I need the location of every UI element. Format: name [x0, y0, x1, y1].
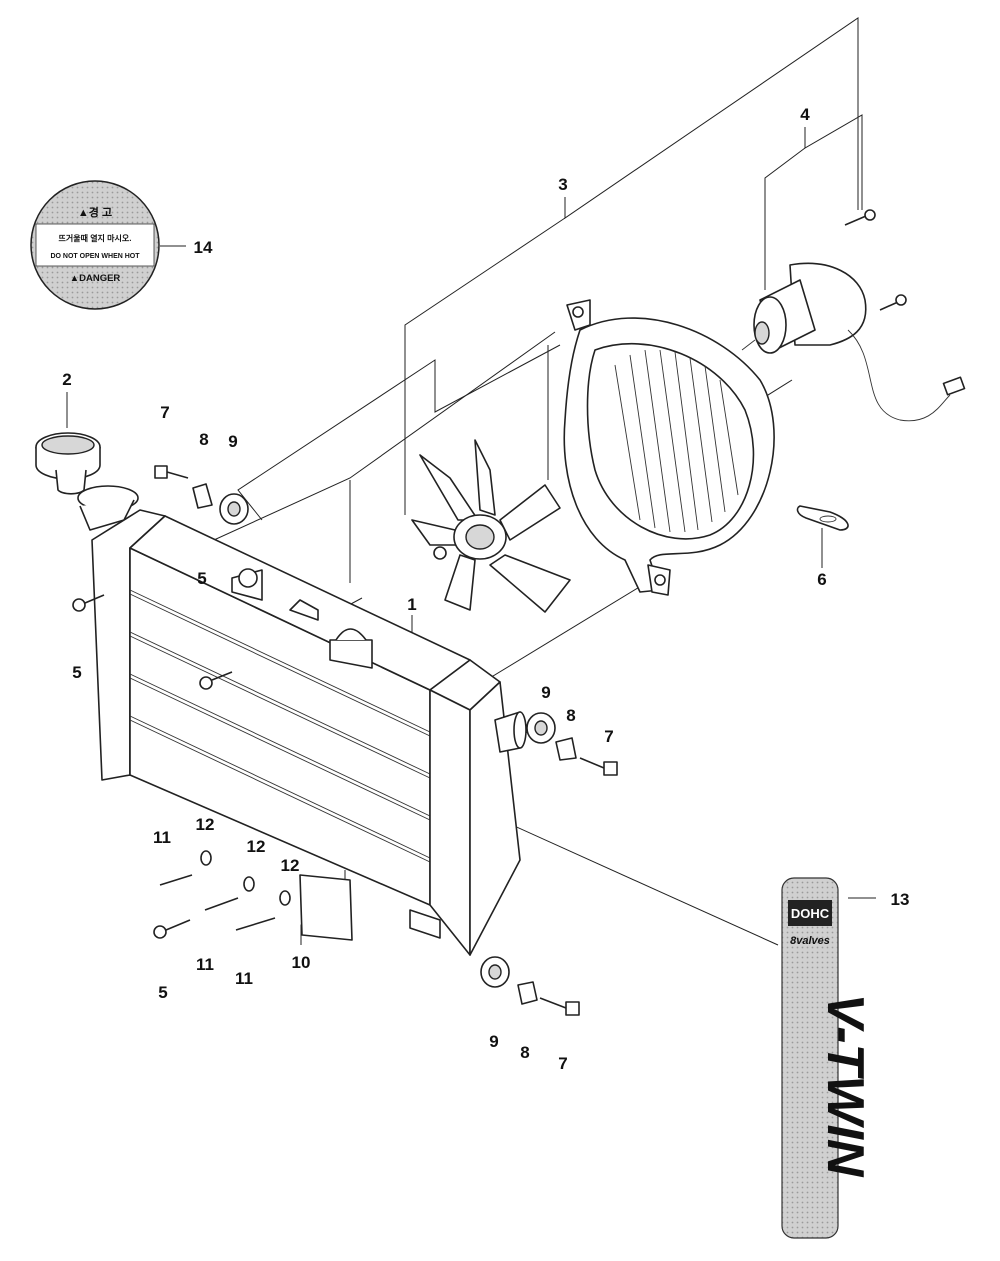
bracket-plate [299, 874, 353, 941]
warning-label-line4: ▲DANGER [70, 273, 121, 284]
washer-right [279, 890, 291, 906]
callout-5-left: 5 [72, 663, 81, 682]
warning-label-line2: 뜨거울때 열지 마시오. [59, 233, 132, 243]
bolt-upper-left [154, 465, 189, 479]
callout-10: 10 [292, 953, 311, 972]
fan-blade [411, 439, 571, 613]
pin-center [204, 897, 239, 911]
filler-neck [77, 485, 139, 531]
v-twin-decal: DOHC 8valves V-TWIN [781, 877, 874, 1239]
screw-center [199, 671, 233, 690]
callout-2: 2 [62, 370, 71, 389]
pin-right [235, 917, 276, 931]
pin-left [159, 874, 193, 886]
decal-sub-text: 8valves [790, 935, 830, 947]
callout-11-left: 11 [153, 828, 171, 847]
collar-upper-left [192, 483, 213, 509]
bolt-right-lower [539, 997, 580, 1016]
callout-9-bottom: 9 [489, 1032, 498, 1051]
screw-bottom [153, 919, 191, 939]
washer-left [200, 850, 212, 866]
callout-12-right: 12 [281, 856, 300, 875]
screw-left [72, 594, 105, 612]
fan-shroud [563, 299, 775, 596]
callout-1: 1 [407, 595, 416, 614]
callout-3: 3 [558, 175, 567, 194]
warning-label-decal: ▲경 고 뜨거울때 열지 마시오. DO NOT OPEN WHEN HOT ▲… [30, 180, 160, 310]
callout-7-upper-left: 7 [160, 403, 169, 422]
callout-13: 13 [891, 890, 910, 909]
washer-center [243, 876, 255, 892]
callout-6: 6 [817, 570, 826, 589]
callout-9-right: 9 [541, 683, 550, 702]
radiator-core [91, 509, 527, 956]
grommet-upper-left [219, 493, 249, 525]
callout-12-center: 12 [247, 837, 266, 856]
callout-5-top: 5 [197, 569, 206, 588]
callout-14: 14 [194, 238, 213, 257]
callout-5-bottom: 5 [158, 983, 167, 1002]
warning-label-line1: ▲경 고 [78, 205, 112, 219]
callout-9-upper-left: 9 [228, 432, 237, 451]
callout-8-bottom: 8 [520, 1043, 529, 1062]
decal-badge-text: DOHC [791, 906, 830, 921]
callout-4: 4 [800, 105, 810, 124]
callout-12-left: 12 [196, 815, 215, 834]
decal-main-text: V-TWIN [816, 994, 874, 1178]
callout-11-center: 11 [196, 955, 214, 974]
wire-clamp [796, 505, 849, 531]
callout-7-right: 7 [604, 727, 613, 746]
grommet-right-upper [526, 712, 556, 744]
fan-motor [741, 262, 966, 422]
motor-bolt-upper [844, 209, 876, 226]
radiator-cap [35, 432, 101, 495]
collar-right-upper [555, 737, 577, 761]
collar-right-lower [517, 981, 538, 1005]
callout-7-bottom: 7 [558, 1054, 567, 1073]
grommet-right-lower [480, 956, 510, 988]
warning-label-line3: DO NOT OPEN WHEN HOT [50, 253, 140, 260]
callout-11-right: 11 [235, 969, 253, 988]
bolt-right-upper [579, 757, 618, 776]
motor-bolt-lower [879, 294, 907, 311]
callout-numbers: 1 2 3 4 5 5 5 6 7 7 7 8 8 8 9 9 9 10 11 … [62, 105, 909, 1073]
callout-8-right: 8 [566, 706, 575, 725]
callout-8-upper-left: 8 [199, 430, 208, 449]
